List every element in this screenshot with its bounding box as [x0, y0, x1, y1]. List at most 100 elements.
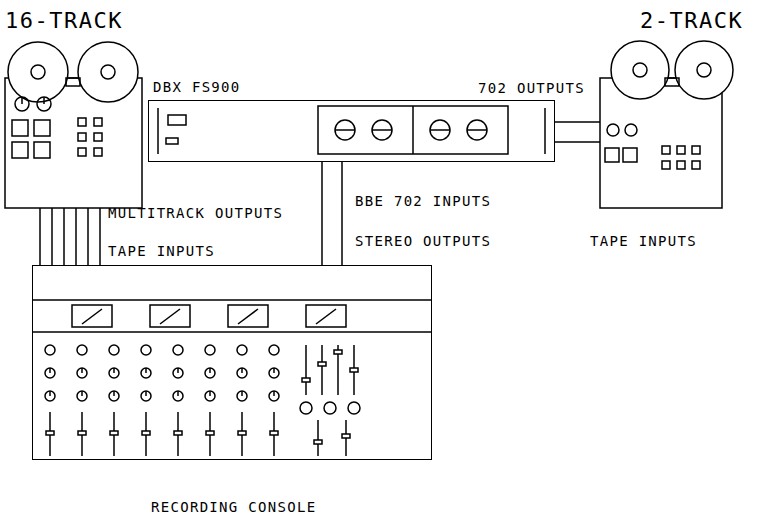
knob-mark — [467, 129, 487, 131]
tape-reel — [611, 41, 669, 99]
cable-wire — [87, 208, 89, 265]
fader-cap — [334, 350, 342, 354]
cable-wire — [321, 162, 323, 265]
equipment-name: 2-TRACK — [640, 8, 743, 34]
small-button — [78, 133, 86, 141]
control-knob — [300, 402, 312, 414]
signal-cable — [322, 162, 342, 265]
small-button — [677, 146, 685, 154]
module-knob — [430, 120, 450, 140]
small-button — [78, 118, 86, 126]
small-button — [662, 161, 670, 169]
knob-pointer — [21, 97, 23, 104]
console-panel-line — [32, 299, 432, 301]
channel-strip — [173, 345, 183, 456]
cable-wire — [63, 208, 65, 265]
channel-strip — [77, 345, 87, 456]
equipment-name: 16-TRACK — [5, 8, 123, 34]
logo-plate — [168, 115, 186, 125]
control-knob — [37, 97, 51, 111]
channel-strip — [269, 345, 279, 456]
small-button — [94, 118, 102, 126]
equipment-name: RECORDING CONSOLE — [151, 499, 316, 516]
transport-button — [34, 142, 50, 158]
tape-reel — [78, 42, 138, 102]
fader-cap — [302, 378, 310, 382]
equipment-box: DBX FS900 — [148, 100, 555, 162]
tape-reel — [8, 42, 68, 102]
fader-cap — [314, 440, 322, 444]
vu-meter — [150, 305, 190, 327]
knob-mark — [372, 129, 392, 131]
fader-slot — [321, 345, 323, 395]
rack-ear — [157, 108, 159, 154]
tape-machine: 2-TRACK — [600, 78, 722, 208]
equipment-name: DBX FS900 — [153, 79, 241, 96]
cable-wire — [75, 208, 77, 265]
meter-needle — [238, 309, 258, 324]
small-button — [94, 148, 102, 156]
transport-button — [605, 148, 619, 162]
control-knob — [625, 124, 637, 136]
signal-label: TAPE INPUTS — [590, 233, 697, 250]
signal-cable — [40, 208, 100, 265]
reel-hub — [697, 63, 711, 77]
fader-cap — [350, 368, 358, 372]
vu-meter — [72, 305, 112, 327]
transport-button — [34, 120, 50, 136]
transport-button — [623, 148, 637, 162]
small-button — [662, 146, 670, 154]
fader-slot — [305, 345, 307, 395]
cable-wire — [341, 162, 343, 265]
fader-slot — [317, 420, 319, 456]
module-knob — [467, 120, 487, 140]
meter-needle — [82, 309, 102, 324]
cable-wire — [555, 141, 600, 143]
signal-label: BBE 702 INPUTS — [355, 193, 491, 210]
channel-strip — [205, 345, 215, 456]
knob-mark — [335, 129, 355, 131]
signal-label: 702 OUTPUTS — [478, 80, 585, 97]
vu-meter — [306, 305, 346, 327]
cable-wire — [99, 208, 101, 265]
rack-ear — [544, 108, 546, 154]
channel-strip — [237, 345, 247, 456]
fader-cap — [318, 362, 326, 366]
vu-meter — [228, 305, 268, 327]
control-knob — [15, 97, 29, 111]
console-panel-line — [32, 331, 432, 333]
small-button — [692, 161, 700, 169]
control-knob — [324, 402, 336, 414]
tape-head — [665, 78, 679, 86]
signal-cable — [555, 122, 600, 142]
transport-button — [12, 120, 28, 136]
reel-hub — [31, 65, 45, 79]
equipment-box: RECORDING CONSOLE — [32, 265, 432, 460]
cable-wire — [39, 208, 41, 265]
module-divider — [412, 106, 414, 154]
signal-label: TAPE INPUTS — [108, 243, 215, 260]
signal-label: STEREO OUTPUTS — [355, 233, 491, 250]
cable-wire — [555, 121, 600, 123]
fader-cap — [342, 434, 350, 438]
small-button — [78, 148, 86, 156]
module-bay — [318, 106, 508, 154]
signal-label: MULTITRACK OUTPUTS — [108, 205, 283, 222]
reel-hub — [633, 63, 647, 77]
knob-pointer — [43, 97, 45, 104]
small-button — [692, 146, 700, 154]
small-button — [94, 133, 102, 141]
small-button — [677, 161, 685, 169]
tape-head — [66, 78, 80, 86]
channel-strip — [109, 345, 119, 456]
module-knob — [372, 120, 392, 140]
tape-machine: 16-TRACK — [5, 78, 142, 208]
knob-mark — [430, 129, 450, 131]
tape-reel — [675, 41, 733, 99]
control-knob — [607, 124, 619, 136]
module-knob — [335, 120, 355, 140]
meter-needle — [160, 309, 180, 324]
channel-strip — [45, 345, 55, 456]
reel-hub — [101, 65, 115, 79]
cable-wire — [51, 208, 53, 265]
